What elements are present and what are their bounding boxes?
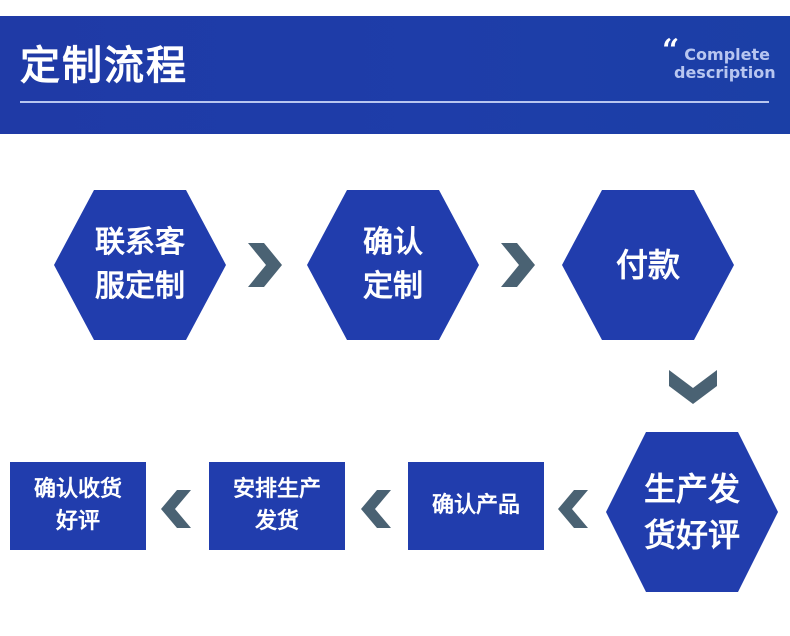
hexagon-shape [606, 432, 778, 592]
header-divider [20, 101, 769, 103]
header-banner: 定制流程 “ Complete description [0, 16, 790, 134]
page-title: 定制流程 [20, 43, 188, 89]
step-label: 安排生产 发货 [232, 477, 321, 534]
step-confirm-receipt-box: 确认收货 好评 [10, 462, 146, 550]
step-arrange-production-box: 安排生产 发货 [209, 462, 345, 550]
header-description: Complete description [674, 45, 776, 82]
top-strip [0, 0, 790, 16]
quote-mark-icon: “ [662, 33, 680, 68]
step-confirm-customization-hexagon: 确认 定制 [307, 190, 479, 340]
hexagon-shape [562, 190, 734, 340]
step-label: 确认 定制 [363, 225, 423, 304]
chevron-right-icon [244, 243, 286, 291]
step-confirm-product-box: 确认产品 [408, 462, 544, 550]
step-label: 付款 [615, 246, 680, 284]
chevron-left-icon [558, 490, 592, 532]
chevron-left-icon [161, 490, 195, 532]
step-production-shipping-hexagon: 生产发 货好评 [606, 432, 778, 592]
hexagon-shape [307, 190, 479, 340]
chevron-right-icon [497, 243, 539, 291]
chevron-left-icon [361, 490, 395, 532]
step-label: 生产发 货好评 [643, 470, 740, 554]
hexagon-shape [54, 190, 226, 340]
step-label: 联系客 服定制 [95, 225, 185, 304]
header-description-text: Complete description [674, 45, 776, 82]
step-payment-hexagon: 付款 [562, 190, 734, 340]
step-label: 确认产品 [431, 493, 520, 518]
step-label: 确认收货 好评 [33, 477, 122, 534]
chevron-down-icon [669, 366, 717, 410]
step-contact-service-hexagon: 联系客 服定制 [54, 190, 226, 340]
